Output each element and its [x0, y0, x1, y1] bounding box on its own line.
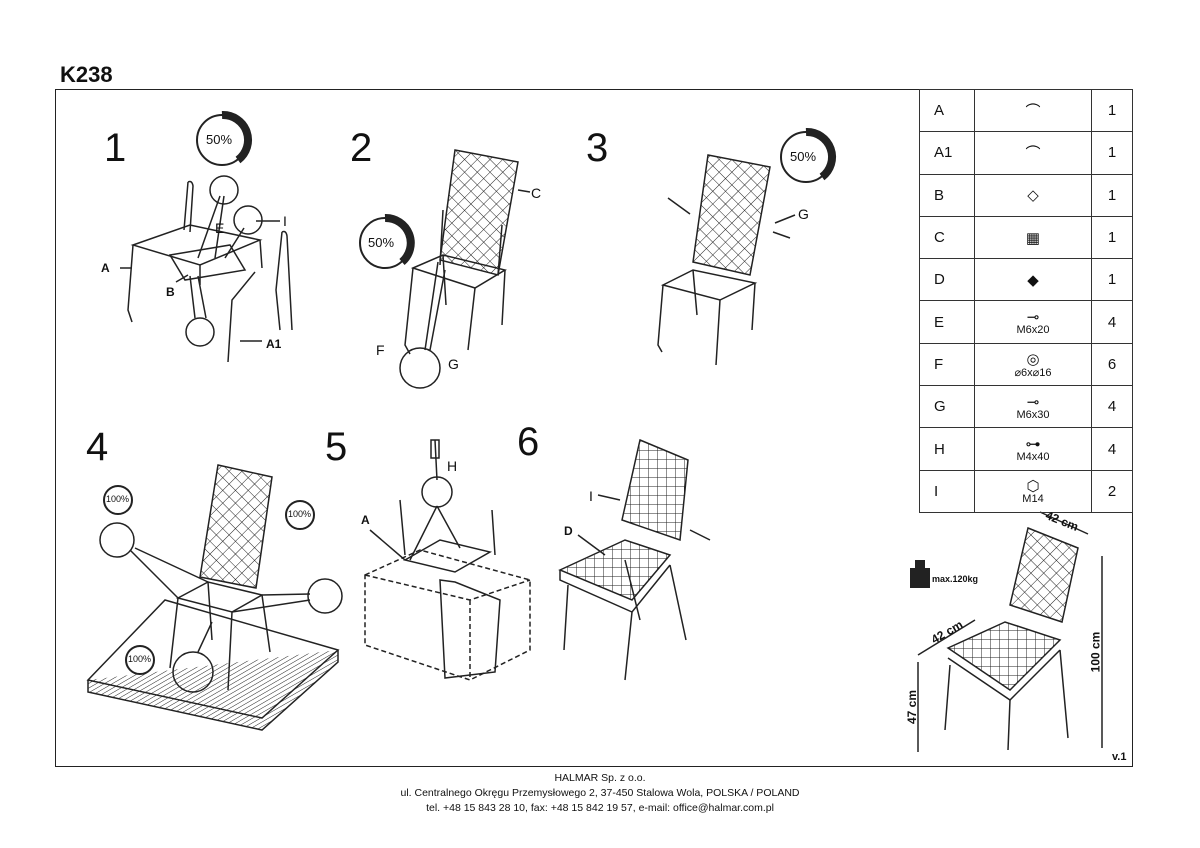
rotation-label: 100% — [128, 654, 152, 664]
callout-f: F — [376, 342, 385, 358]
seat-frame-icon: ◇ — [974, 173, 1092, 217]
weight-icon — [910, 560, 930, 588]
step-number-4: 4 — [86, 425, 109, 469]
cap-icon: ⬡ — [1026, 478, 1040, 496]
company-contact: tel. +48 15 843 28 10, fax: +48 15 842 1… — [426, 802, 774, 814]
leg-frame-icon: ⌒ — [974, 131, 1092, 175]
company-name: HALMAR Sp. z o.o. — [554, 772, 646, 784]
footer: HALMAR Sp. z o.o. ul. Centralnego Okręgu… — [0, 771, 1200, 816]
callout-a1: A1 — [266, 337, 282, 351]
dimension-drawing — [917, 511, 1103, 752]
table-row: D◆1 — [919, 258, 1133, 302]
callout-c: C — [531, 185, 542, 201]
step-number-3: 3 — [586, 126, 609, 170]
rotation-label: 50% — [790, 149, 817, 164]
screw-icon: ⊶ — [1025, 436, 1041, 454]
table-row: C▦1 — [919, 215, 1133, 260]
company-address: ul. Centralnego Okręgu Przemysłowego 2, … — [400, 787, 800, 799]
step4-drawing — [86, 464, 343, 731]
version-label: v.1 — [1112, 751, 1127, 763]
rotation-label: 100% — [106, 494, 130, 504]
table-row: A⌒1 — [919, 88, 1133, 133]
step-number-6: 6 — [517, 420, 540, 464]
callout-i: I — [283, 213, 287, 229]
bolt-icon: ⊸ — [1026, 393, 1040, 411]
callout-i: I — [589, 488, 593, 504]
callout-h: H — [447, 458, 458, 474]
callout-d: D — [564, 524, 573, 538]
step6-drawing — [558, 438, 711, 681]
table-row: B◇1 — [919, 173, 1133, 217]
page-title: K238 — [60, 62, 113, 87]
callout-a: A — [101, 261, 110, 275]
step-number-2: 2 — [350, 126, 373, 170]
callout-g: G — [448, 356, 459, 372]
step1-drawing — [120, 111, 293, 363]
leg-frame-icon: ⌒ — [974, 88, 1092, 133]
step-number-5: 5 — [325, 425, 348, 469]
callout-g: G — [798, 206, 809, 222]
seat-cushion-icon: ◆ — [974, 258, 1092, 302]
rotation-label: 50% — [368, 235, 395, 250]
bolt-icon: ⊸ — [1026, 309, 1040, 327]
height-dimension: 100 cm — [1088, 631, 1103, 673]
callout-a: A — [361, 513, 370, 527]
seat-height-dimension: 47 cm — [905, 689, 920, 725]
max-load-label: max.120kg — [932, 574, 979, 584]
step5-drawing — [364, 439, 531, 681]
washer-icon: ◎ — [1026, 350, 1040, 368]
rotation-label: 50% — [206, 132, 233, 147]
step3-drawing — [657, 128, 837, 366]
instruction-frame — [55, 89, 1133, 767]
table-row: A1⌒1 — [919, 131, 1133, 175]
backrest-icon: ▦ — [974, 215, 1092, 260]
step2-drawing — [359, 149, 531, 389]
step-number-1: 1 — [104, 126, 127, 170]
callout-e: E — [215, 220, 225, 236]
callout-b: B — [166, 285, 175, 299]
rotation-label: 100% — [288, 509, 312, 519]
